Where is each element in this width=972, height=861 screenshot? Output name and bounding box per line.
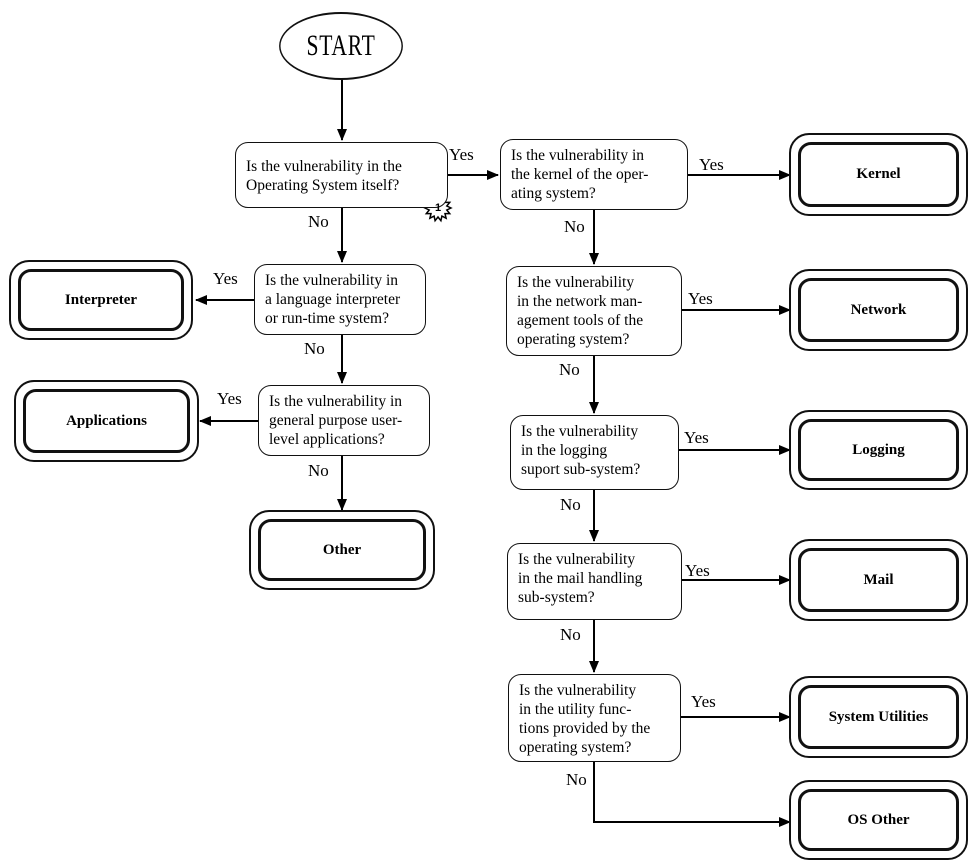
edge-label-kernel-yes: Yes [699, 155, 724, 174]
edge-label-mail-yes: Yes [685, 561, 710, 580]
outcome-logging-label: Logging [852, 441, 905, 458]
outcome-kernel: Kernel [789, 133, 968, 216]
outcome-system-utilities-label: System Utilities [828, 708, 929, 725]
edge-label-network-no: No [559, 360, 580, 379]
question-network: Is the vulnerability in the network man-… [506, 266, 682, 356]
edge-label-logging-yes: Yes [684, 428, 709, 447]
edge-label-interp-yes: Yes [213, 269, 238, 288]
question-kernel: Is the vulnerability in the kernel of th… [500, 139, 688, 210]
start-node: START [279, 12, 403, 80]
outcome-mail: Mail [789, 539, 968, 621]
edge-label-logging-no: No [560, 495, 581, 514]
edge-label-interp-no: No [304, 339, 325, 358]
question-applications: Is the vulnerability in general purpose … [258, 385, 430, 456]
outcome-interpreter-label: Interpreter [64, 291, 138, 308]
note-badge-label: 1 [434, 202, 442, 214]
question-logging: Is the vulnerability in the logging supo… [510, 415, 679, 490]
edge-label-util-no: No [566, 770, 587, 789]
arrow-util-no [593, 762, 791, 827]
edge-label-kernel-no: No [564, 217, 585, 236]
outcome-system-utilities: System Utilities [789, 676, 968, 758]
question-os: Is the vulnerability in the Operating Sy… [235, 142, 448, 208]
note-badge: 1 [424, 194, 452, 222]
outcome-os-other-label: OS Other [847, 811, 910, 828]
outcome-kernel-label: Kernel [856, 166, 901, 182]
question-mail: Is the vulnerability in the mail handlin… [507, 543, 682, 620]
question-utilities: Is the vulnerability in the utility func… [508, 674, 681, 762]
outcome-logging: Logging [789, 410, 968, 490]
edge-label-apps-no: No [308, 461, 329, 480]
edge-label-mail-no: No [560, 625, 581, 644]
start-label: START [306, 29, 376, 62]
outcome-network: Network [789, 269, 968, 351]
outcome-os-other: OS Other [789, 780, 968, 860]
outcome-other: Other [249, 510, 435, 590]
outcome-applications: Applications [14, 380, 199, 462]
edge-label-util-yes: Yes [691, 692, 716, 711]
edge-label-network-yes: Yes [688, 289, 713, 308]
outcome-mail-label: Mail [863, 571, 894, 588]
edge-label-os-yes: Yes [449, 145, 474, 164]
outcome-applications-label: Applications [66, 412, 147, 429]
outcome-other-label: Other [322, 541, 362, 558]
edge-label-apps-yes: Yes [217, 389, 242, 408]
outcome-interpreter: Interpreter [9, 260, 193, 340]
question-interpreter: Is the vulnerability in a language inter… [254, 264, 426, 335]
edge-label-os-no: No [308, 212, 329, 231]
outcome-network-label: Network [850, 301, 907, 318]
